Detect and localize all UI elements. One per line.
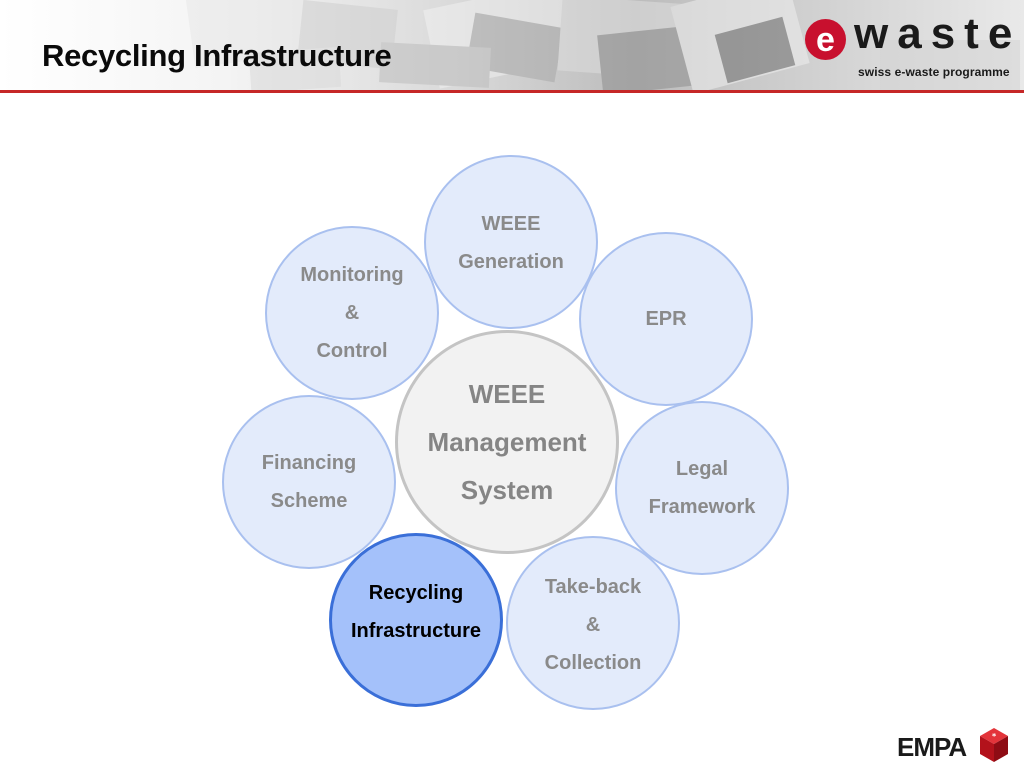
center-node-weee-management-system: WEEE Management System xyxy=(395,330,619,554)
logo-tagline: swiss e-waste programme xyxy=(858,65,1010,79)
node-label: Collection xyxy=(544,652,642,674)
node-label: Control xyxy=(316,340,388,362)
header-banner: Recycling Infrastructure e waste swiss e… xyxy=(0,0,1024,91)
empa-logo: EMPA * xyxy=(897,727,1011,765)
node-label: Recycling xyxy=(368,582,464,604)
empa-wordmark: EMPA xyxy=(897,732,967,762)
center-node-line: WEEE xyxy=(468,379,546,409)
node-recycling-infrastructure[interactable]: Recycling Infrastructure xyxy=(329,533,503,707)
node-label: Monitoring xyxy=(300,264,404,286)
svg-text:*: * xyxy=(992,732,997,741)
node-label: Generation xyxy=(458,251,564,273)
node-financing-scheme[interactable]: Financing Scheme xyxy=(222,395,396,569)
node-label: & xyxy=(585,614,601,636)
node-legal-framework[interactable]: Legal Framework xyxy=(615,401,789,575)
cube-icon: * xyxy=(980,728,1008,762)
node-label: Take-back xyxy=(544,576,642,598)
ewaste-logo: e waste swiss e-waste programme xyxy=(800,10,1014,80)
page-title: Recycling Infrastructure xyxy=(42,38,392,73)
logo-e-badge: e xyxy=(805,19,846,60)
header-divider xyxy=(0,90,1024,93)
logo-wordmark: waste xyxy=(854,9,1022,58)
e-waste-background-image xyxy=(185,0,1020,91)
node-label: & xyxy=(344,302,360,324)
node-epr[interactable]: EPR xyxy=(579,232,753,406)
node-monitoring-control[interactable]: Monitoring & Control xyxy=(265,226,439,400)
node-label: Financing xyxy=(261,452,357,474)
node-take-back-collection[interactable]: Take-back & Collection xyxy=(506,536,680,710)
node-label: EPR xyxy=(645,308,687,330)
node-label: Infrastructure xyxy=(350,620,482,642)
node-label: Scheme xyxy=(270,490,348,512)
node-weee-generation[interactable]: WEEE Generation xyxy=(424,155,598,329)
center-node-line: Management xyxy=(427,427,587,457)
node-label: Framework xyxy=(648,496,756,518)
center-node-line: System xyxy=(460,475,554,505)
node-label: WEEE xyxy=(481,213,541,235)
node-label: Legal xyxy=(675,458,729,480)
